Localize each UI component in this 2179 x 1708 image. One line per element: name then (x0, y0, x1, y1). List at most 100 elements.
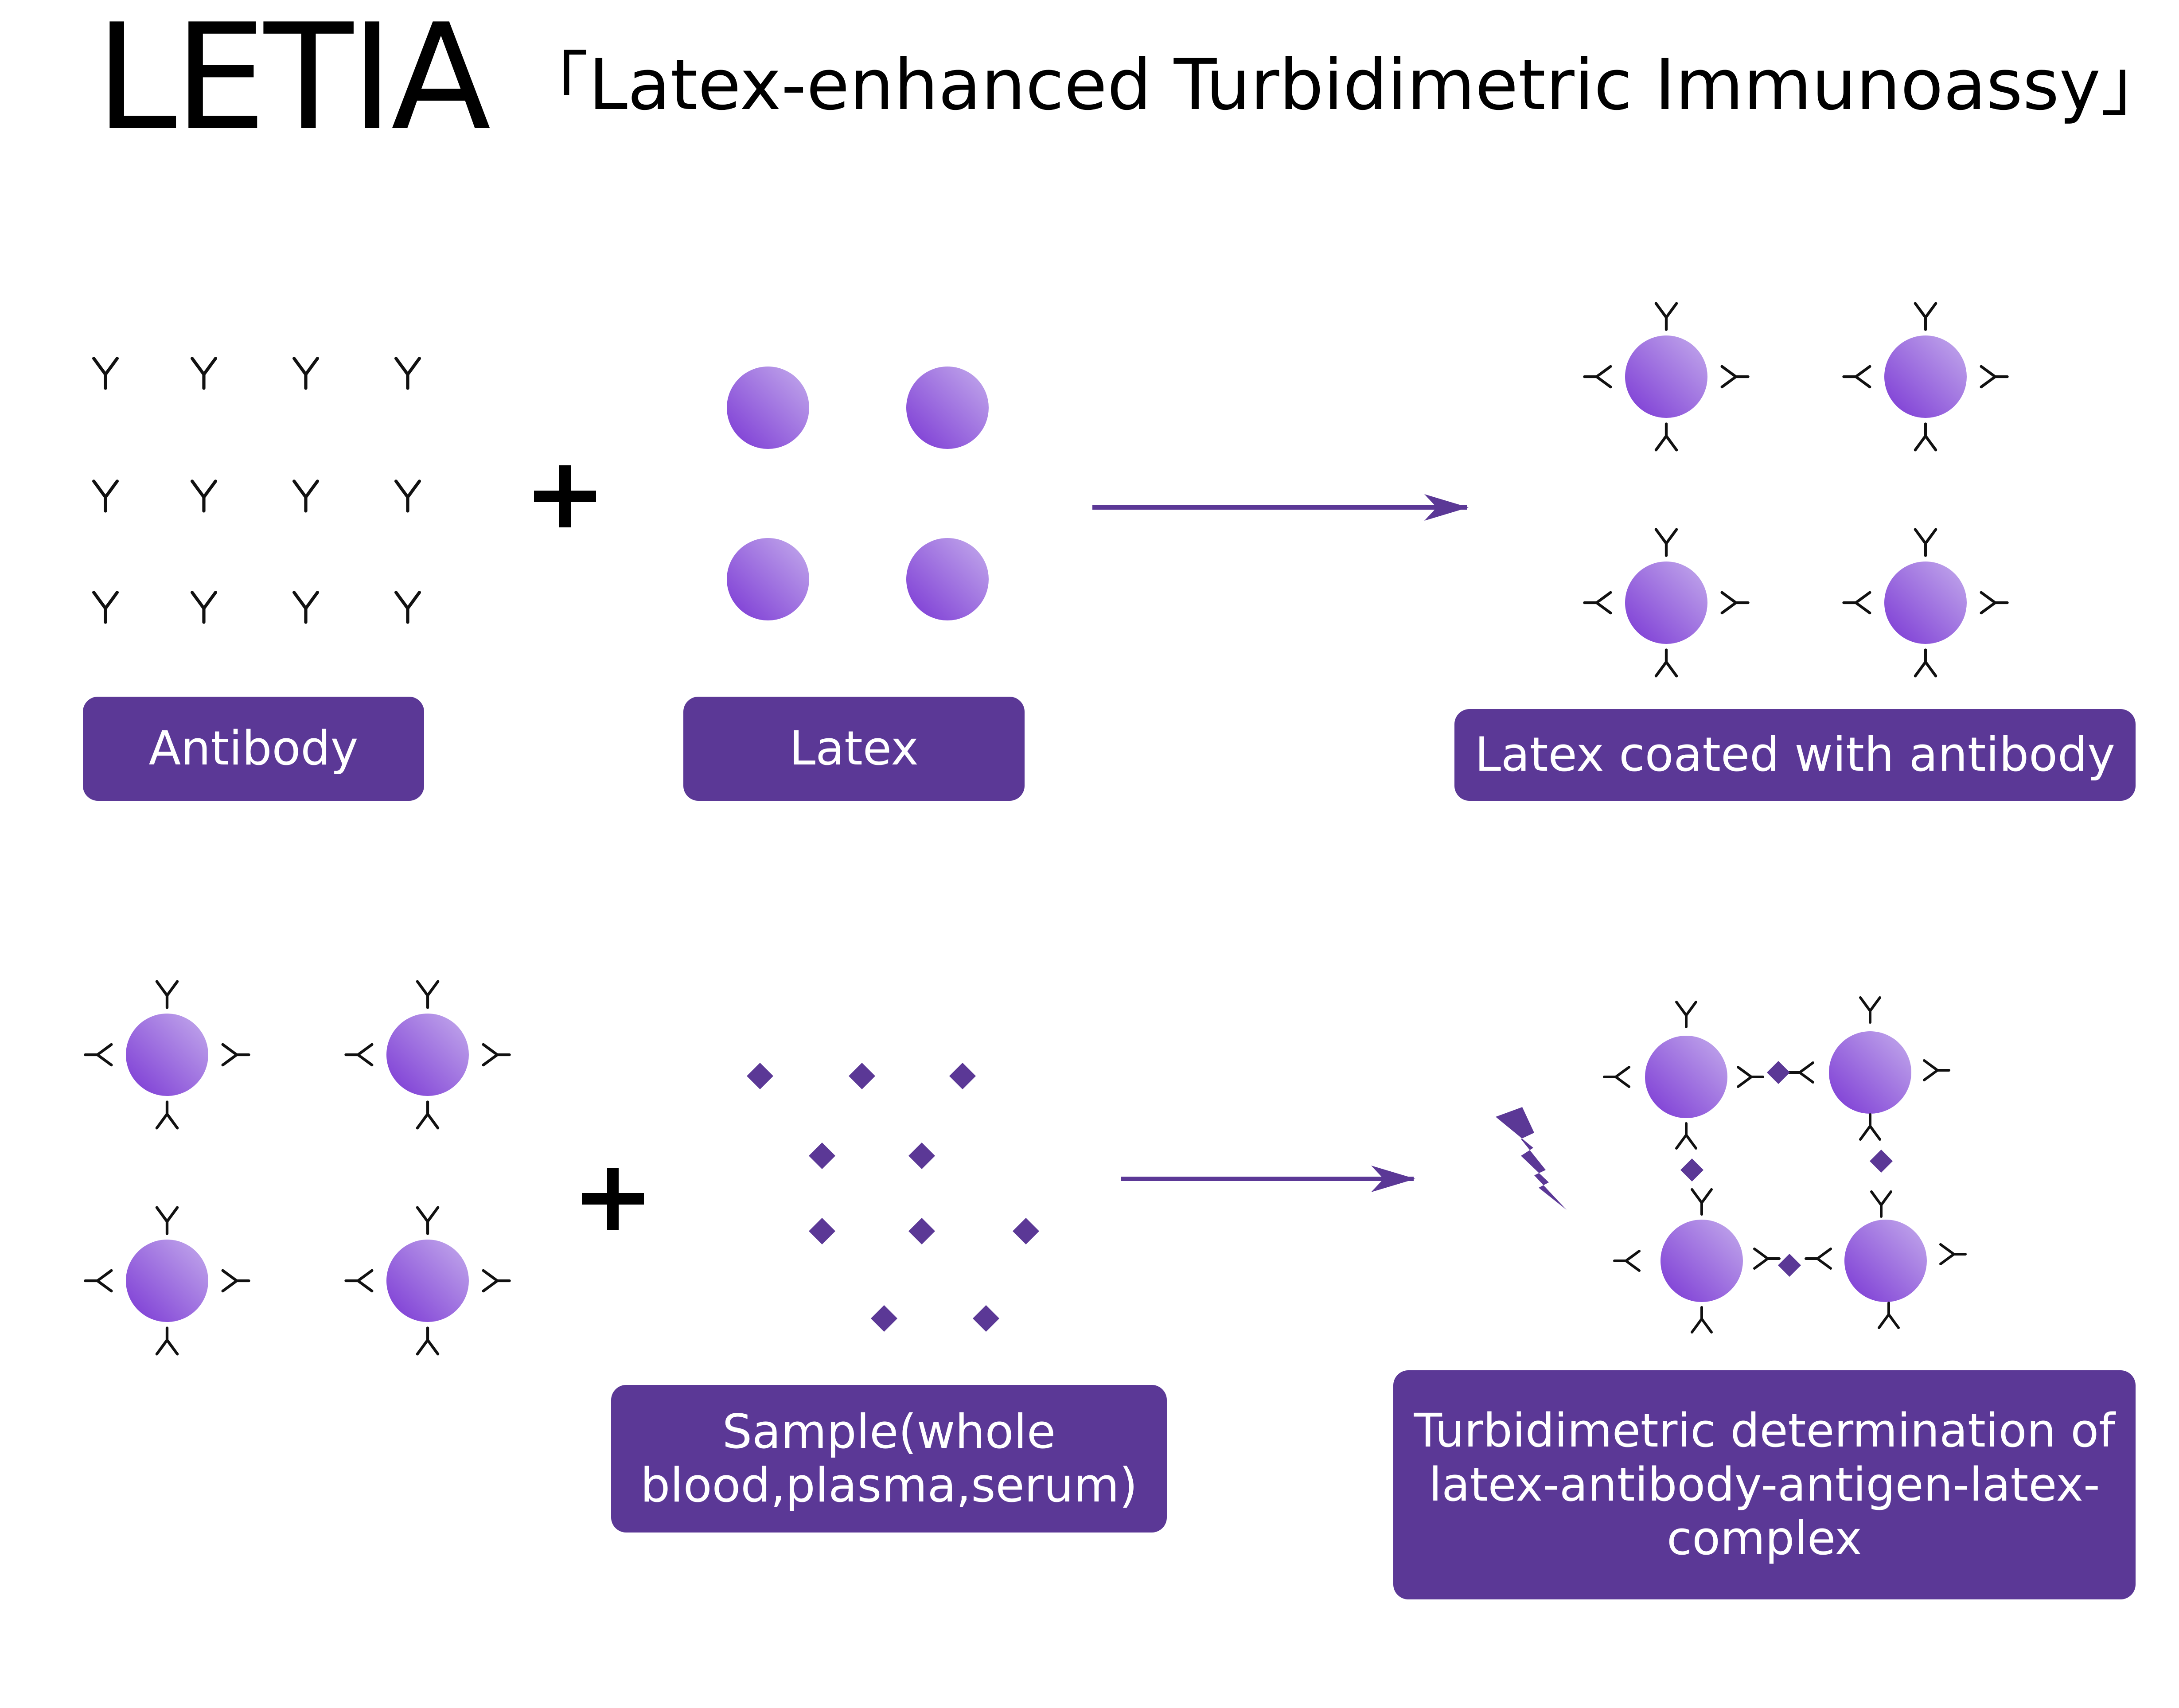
antibody-stroke (155, 1206, 179, 1235)
latex-bead (1661, 1220, 1743, 1302)
antibody-icon (1675, 1122, 1697, 1150)
antibody-icon (1859, 996, 1881, 1024)
antibody-icon (190, 480, 218, 513)
antibody-icon (394, 591, 421, 624)
antibody-icon (1805, 1248, 1832, 1270)
antibody-icon (1914, 302, 1937, 331)
antibody-icon (1583, 365, 1612, 389)
antibody-stroke (1980, 365, 2009, 389)
antibody-stroke (190, 357, 218, 390)
antibody-icon (292, 480, 320, 513)
antibody-icon (221, 1269, 250, 1293)
plus-signs (534, 465, 644, 1230)
antibody-stroke (1939, 1243, 1967, 1265)
turbidimetric-label-text: Turbidimetric determination of latex-ant… (1414, 1403, 2115, 1566)
antibody-icon (416, 1100, 440, 1130)
antibody-stroke (1675, 1122, 1697, 1150)
antibody-icon (1675, 1001, 1697, 1028)
antibody-stroke (1654, 648, 1678, 678)
plus-bar-v (559, 465, 571, 527)
antibody-stroke (155, 1100, 179, 1130)
antibody-stroke (1691, 1306, 1713, 1334)
antibody-icon (1691, 1188, 1713, 1216)
antibody-stroke (416, 1100, 440, 1130)
antibody-stroke (1923, 1059, 1950, 1081)
antibody-stroke (1613, 1250, 1641, 1272)
antibody-icon (1720, 591, 1750, 615)
antibody-icon (1603, 1066, 1630, 1088)
coated-beads (84, 302, 2009, 1356)
antigen-icon (908, 1143, 935, 1169)
coated-bead (344, 980, 511, 1130)
antibody-icon (344, 1269, 374, 1293)
antibody-stroke (1870, 1190, 1892, 1218)
free-antibodies (92, 357, 421, 624)
antibody-stroke (482, 1043, 511, 1067)
coated-latex-label-text: Latex coated with antibody (1474, 727, 2116, 782)
antibody-stroke (292, 357, 320, 390)
antibody-stroke (92, 480, 119, 513)
antibody-stroke (1859, 996, 1881, 1024)
page-subtitle: 「Latex-enhanced Turbidimetric Immunoassy… (518, 44, 2171, 126)
antibody-stroke (394, 591, 421, 624)
antigens (747, 1063, 1039, 1332)
antibody-icon (221, 1043, 250, 1067)
antibody-icon (1923, 1059, 1950, 1081)
coated-bead (84, 1206, 250, 1356)
antibody-icon (1720, 365, 1750, 389)
reaction-arrows (1092, 494, 1469, 1192)
antibody-icon (190, 357, 218, 390)
plus-icon (534, 465, 596, 527)
antibody-label-text: Antibody (148, 721, 359, 776)
antibody-stroke (1787, 1061, 1814, 1084)
antibody-icon (1842, 365, 1871, 389)
antibody-icon (155, 980, 179, 1009)
antigen-icon (1870, 1150, 1893, 1173)
antibody-icon (1914, 528, 1937, 557)
latex-label: Latex (683, 697, 1025, 801)
coated-bead (1583, 302, 1750, 452)
antibody-icon (84, 1269, 113, 1293)
sample-label: Sample(whole blood,plasma,serum) (611, 1385, 1167, 1533)
antibody-icon (1914, 422, 1937, 452)
antibody-icon (1870, 1190, 1892, 1218)
antibody-stroke (221, 1043, 250, 1067)
antibody-icon (1654, 648, 1678, 678)
latex-bead (1884, 562, 1967, 644)
coated-bead (344, 1206, 511, 1356)
turbidimetric-label: Turbidimetric determination of latex-ant… (1393, 1370, 2136, 1599)
antibody-stroke (155, 980, 179, 1009)
antigen-icon (1013, 1218, 1039, 1244)
antibody-stroke (292, 591, 320, 624)
latex-bead (1645, 1036, 1727, 1118)
antibody-icon (155, 1326, 179, 1356)
antibody-icon (155, 1100, 179, 1130)
antibody-stroke (1654, 302, 1678, 331)
antibody-stroke (416, 1206, 440, 1235)
antibody-icon (1939, 1243, 1967, 1265)
agglutination-complex (1603, 996, 1967, 1334)
antibody-stroke (1980, 591, 2009, 615)
latex-bead (727, 367, 809, 449)
antibody-stroke (1914, 648, 1937, 678)
latex-bead (1844, 1220, 1927, 1302)
antibody-stroke (1842, 365, 1871, 389)
plus-icon (582, 1168, 644, 1230)
latex-bead (906, 367, 989, 449)
antigen-icon (809, 1143, 835, 1169)
antibody-icon (416, 980, 440, 1009)
antibody-icon (190, 591, 218, 624)
antibody-icon (92, 480, 119, 513)
antibody-icon (84, 1043, 113, 1067)
latex-bead (126, 1240, 208, 1322)
antibody-stroke (1914, 528, 1937, 557)
antibody-stroke (394, 357, 421, 390)
antibody-stroke (1914, 302, 1937, 331)
antibody-stroke (221, 1269, 250, 1293)
antibody-icon (92, 357, 119, 390)
antibody-stroke (1720, 365, 1750, 389)
antibody-stroke (1654, 422, 1678, 452)
antigen-icon (973, 1305, 999, 1332)
antibody-icon (92, 591, 119, 624)
